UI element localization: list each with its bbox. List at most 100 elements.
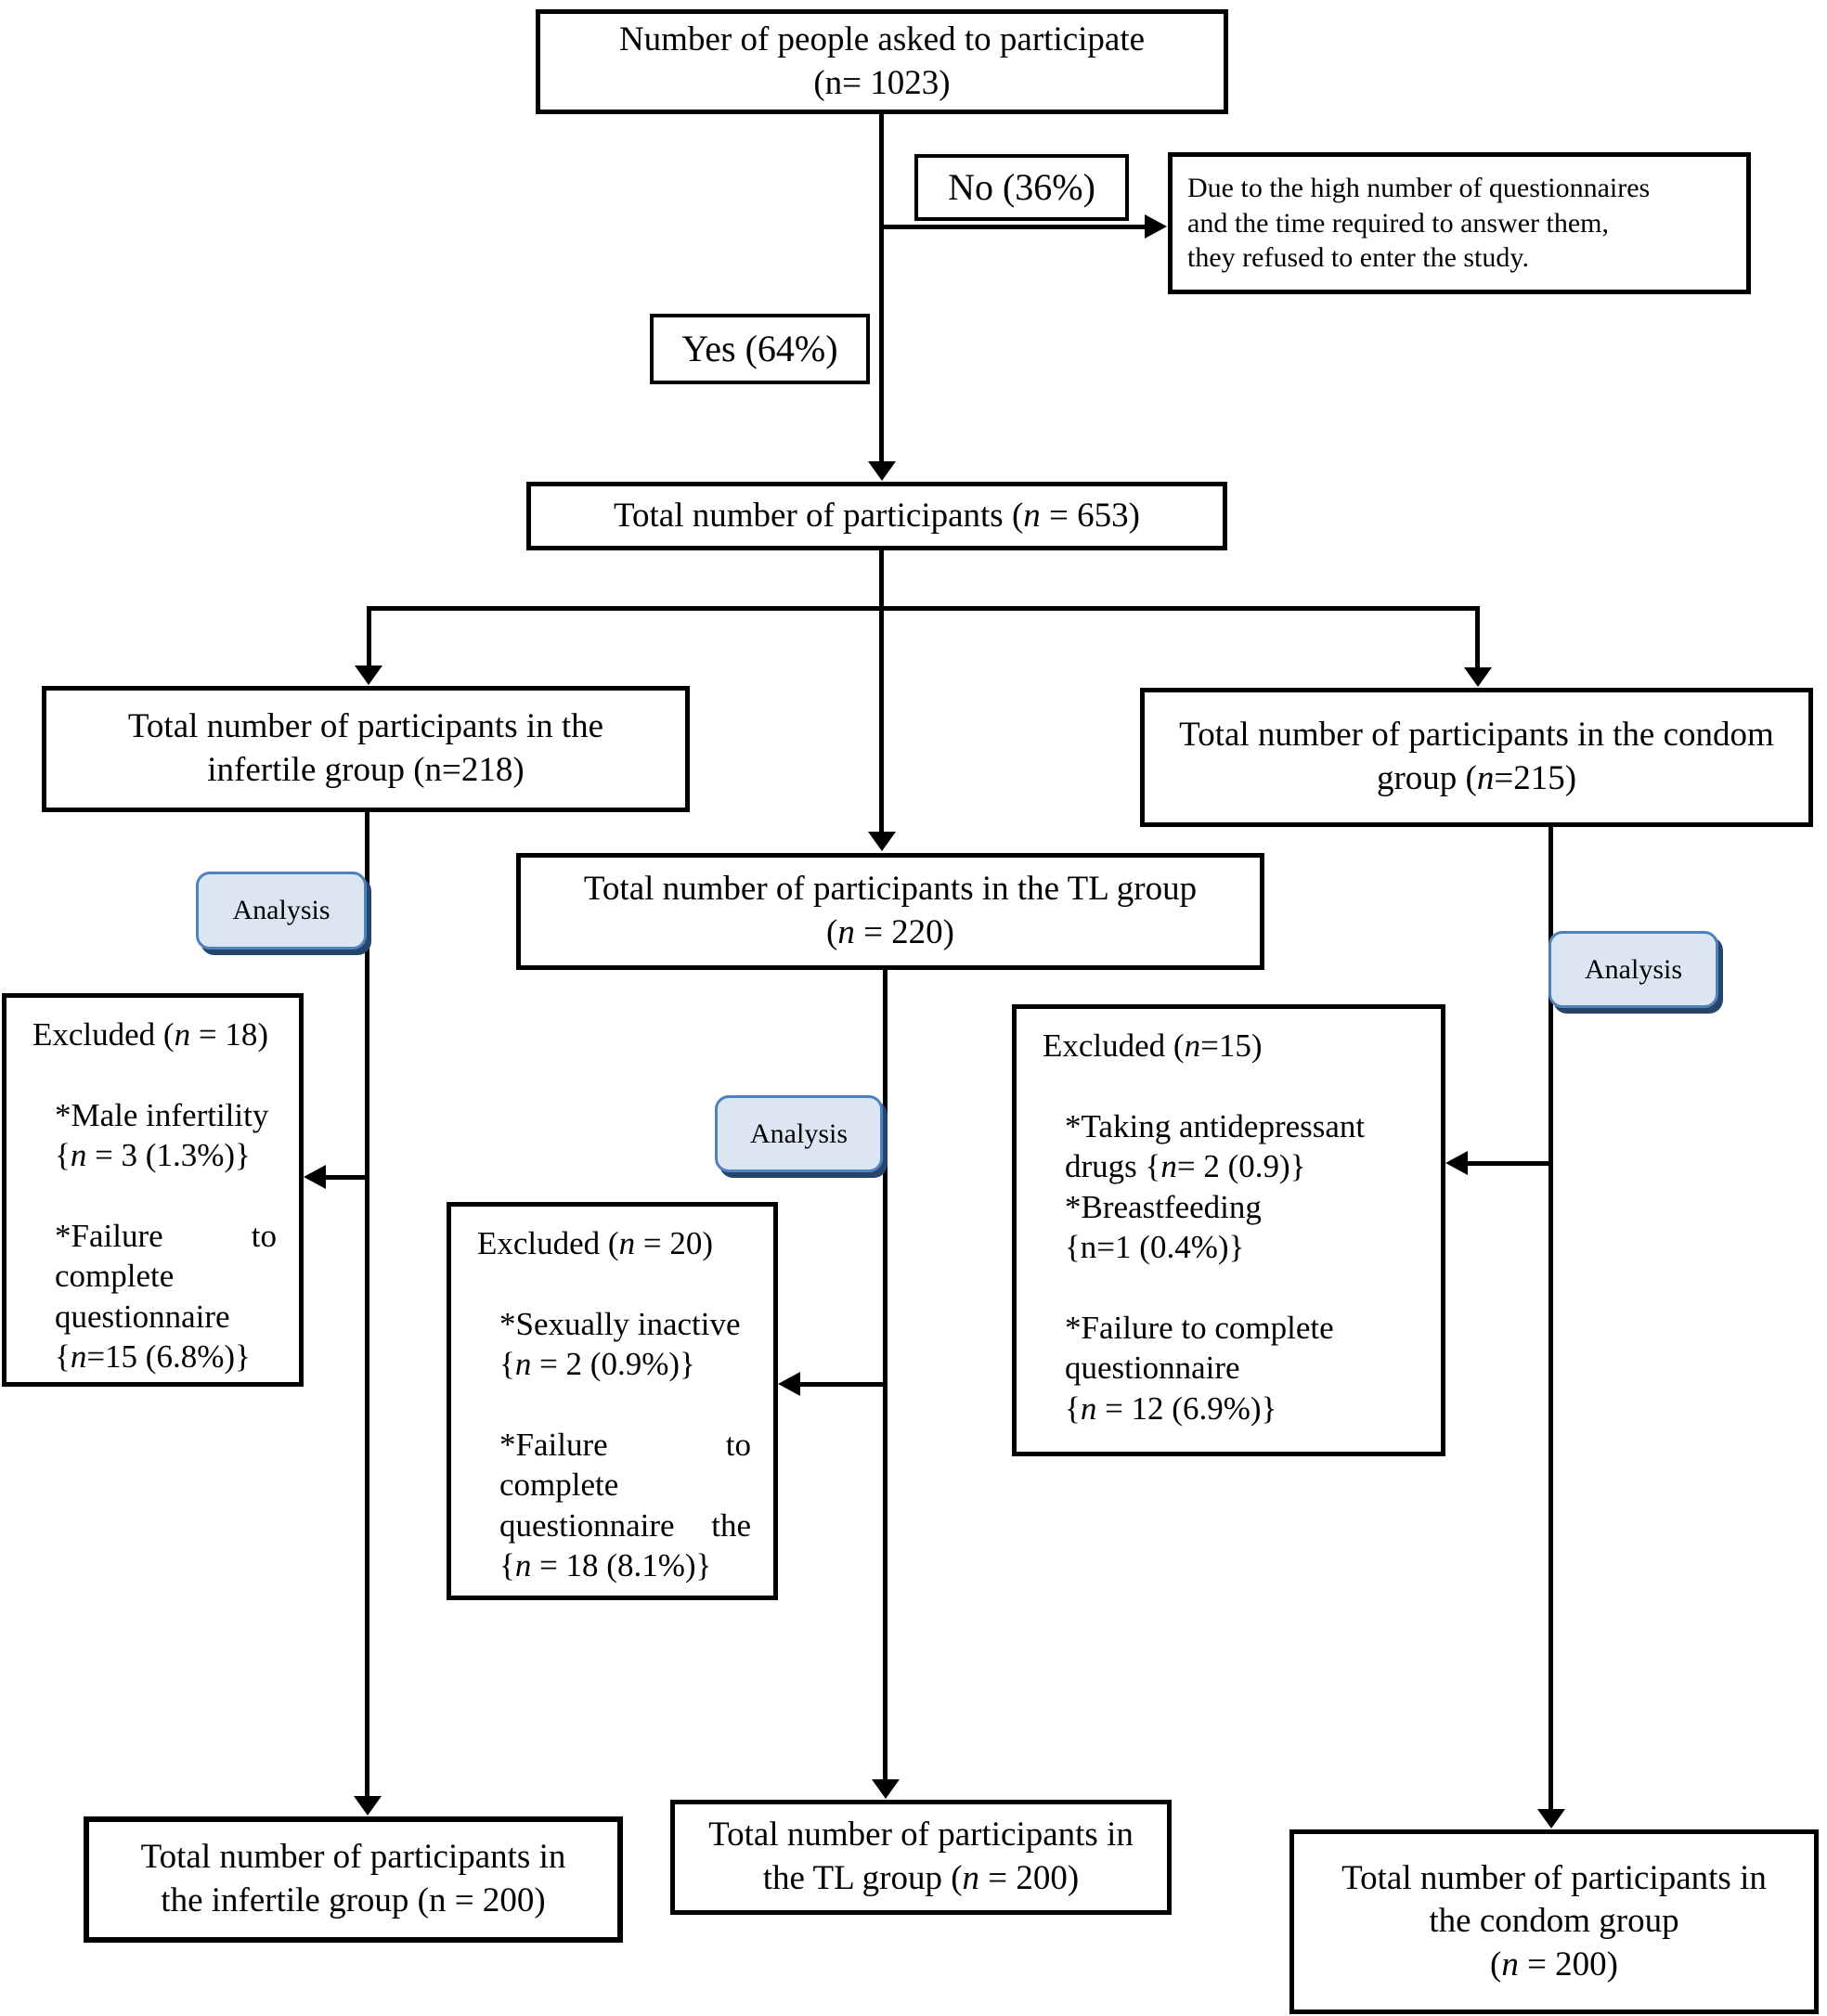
- text-segment: Due to the high number of questionnaires: [1187, 172, 1651, 203]
- text-segment: to: [251, 1217, 277, 1254]
- italic-n: n: [618, 1225, 636, 1261]
- text-segment: = 200): [1518, 1945, 1619, 1984]
- justify-gap: [163, 1216, 252, 1256]
- text-line: [32, 1054, 277, 1094]
- text-segment: = 18 (8.1%)}: [531, 1547, 712, 1584]
- text-segment: {n=1 (0.4%)}: [1065, 1228, 1245, 1265]
- text-segment: Total number of participants in: [708, 1816, 1134, 1854]
- connector-condom-to-final: [1548, 824, 1553, 1810]
- text-segment: Excluded (: [32, 1016, 175, 1053]
- text-line: {n=1 (0.4%)}: [1043, 1227, 1419, 1267]
- text-segment: *Failure to complete: [1065, 1309, 1334, 1346]
- connector-excluded-condom: [1466, 1161, 1550, 1166]
- justify-gap: [675, 1506, 712, 1545]
- text-segment: questionnaire: [499, 1506, 675, 1544]
- text-segment: Total number of participants in the TL g…: [583, 870, 1198, 909]
- text-line: Total number of participants in: [708, 1814, 1134, 1857]
- node-excluded-tl: Excluded (n = 20)*Sexually inactive{n = …: [447, 1202, 778, 1600]
- badge-analysis-tl: Analysis: [715, 1095, 883, 1172]
- arrowhead-into-excluded-tl-box: [778, 1372, 800, 1396]
- italic-n: n: [1184, 1027, 1201, 1064]
- text-line: Number of people asked to participate: [619, 19, 1145, 62]
- connector-total-to-tl: [879, 549, 884, 834]
- arrowhead-into-excluded-infertile-box: [304, 1165, 326, 1189]
- text-line: {n = 12 (6.9%)}: [1043, 1389, 1419, 1428]
- text-segment: Total number of participants in the: [127, 707, 604, 746]
- text-line: Total number of participants in the: [128, 705, 603, 749]
- text-segment: *Sexually inactive: [499, 1305, 741, 1342]
- arrowhead-into-final-tl-box: [872, 1779, 900, 1799]
- badge-analysis-infertile: Analysis: [196, 872, 367, 950]
- italic-n: n: [70, 1137, 87, 1174]
- node-total-participants: Total number of participants (n = 653): [526, 482, 1227, 550]
- italic-n: n: [962, 1859, 980, 1897]
- text-segment: (: [1489, 1945, 1502, 1984]
- text-line: Analysis: [1585, 952, 1682, 988]
- text-segment: = 653): [1040, 496, 1140, 535]
- text-segment: Excluded (: [1043, 1027, 1185, 1064]
- text-line: Analysis: [233, 893, 330, 928]
- text-line: *Failure to complete: [1043, 1308, 1419, 1348]
- text-segment: {: [499, 1346, 515, 1383]
- text-segment: questionnaire: [55, 1298, 230, 1335]
- text-line: group (n=215): [1377, 757, 1576, 801]
- text-segment: =15): [1200, 1027, 1263, 1064]
- text-segment: the condom group: [1429, 1902, 1679, 1941]
- text-line: Yes (64%): [681, 326, 837, 372]
- connector-excluded-infertile: [324, 1175, 369, 1180]
- italic-n: n: [514, 1346, 532, 1383]
- text-line: Excluded (n = 20): [477, 1223, 751, 1263]
- italic-n: n: [1476, 759, 1495, 797]
- connector-branch-left-drop: [367, 606, 371, 668]
- text-line: complete: [32, 1256, 277, 1296]
- text-line: complete: [477, 1465, 751, 1505]
- text-line: the TL group (n = 200): [763, 1857, 1079, 1901]
- text-line: {n = 3 (1.3%)}: [32, 1135, 277, 1175]
- text-segment: *Failure: [55, 1217, 163, 1254]
- text-line: No (36%): [948, 164, 1095, 211]
- label-no-branch: No (36%): [914, 154, 1129, 221]
- text-segment: =15 (6.8%)}: [86, 1338, 251, 1376]
- text-line: [477, 1385, 751, 1425]
- text-line: Total number of participants in the cond…: [1179, 714, 1774, 757]
- text-line: *Male infertility: [32, 1095, 277, 1135]
- text-segment: group (: [1376, 759, 1477, 797]
- node-excluded-infertile: Excluded (n = 18)*Male infertility{n = 3…: [2, 993, 304, 1387]
- text-line: *Failure to: [32, 1216, 277, 1256]
- text-line: Total number of participants (n = 653): [614, 495, 1140, 538]
- italic-n: n: [1160, 1148, 1177, 1185]
- text-segment: Number of people asked to participate: [618, 19, 1146, 58]
- text-line: the condom group: [1429, 1900, 1678, 1944]
- text-segment: *Male infertility: [55, 1096, 269, 1133]
- italic-n: n: [1080, 1389, 1097, 1427]
- text-line: *Sexually inactive: [477, 1304, 751, 1344]
- text-line: (n = 200): [1490, 1944, 1618, 1987]
- node-tl-group: Total number of participants in the TL g…: [516, 853, 1264, 970]
- text-segment: and the time required to answer them,: [1187, 207, 1610, 239]
- text-segment: complete: [499, 1467, 619, 1504]
- node-condom-group: Total number of participants in the cond…: [1140, 688, 1813, 827]
- text-line: [1043, 1066, 1419, 1105]
- arrowhead-into-excluded-condom-box: [1445, 1151, 1468, 1175]
- text-segment: (: [825, 913, 838, 951]
- text-segment: {: [499, 1547, 515, 1584]
- text-segment: (n= 1023): [813, 63, 951, 102]
- arrowhead-into-infertile-box: [355, 666, 382, 685]
- italic-n: n: [837, 913, 855, 951]
- text-line: *Taking antidepressant: [1043, 1106, 1419, 1146]
- connector-top-to-total: [879, 113, 884, 466]
- text-line: questionnaire: [32, 1297, 277, 1337]
- text-segment: Total number of participants (: [614, 496, 1024, 535]
- text-segment: complete: [55, 1258, 175, 1295]
- text-segment: Analysis: [232, 895, 330, 926]
- text-line: the infertile group (n = 200): [161, 1880, 545, 1923]
- italic-n: n: [1023, 496, 1041, 535]
- arrowhead-into-refusal-box: [1145, 214, 1167, 239]
- italic-n: n: [174, 1016, 191, 1053]
- text-line: {n = 2 (0.9%)}: [477, 1344, 751, 1384]
